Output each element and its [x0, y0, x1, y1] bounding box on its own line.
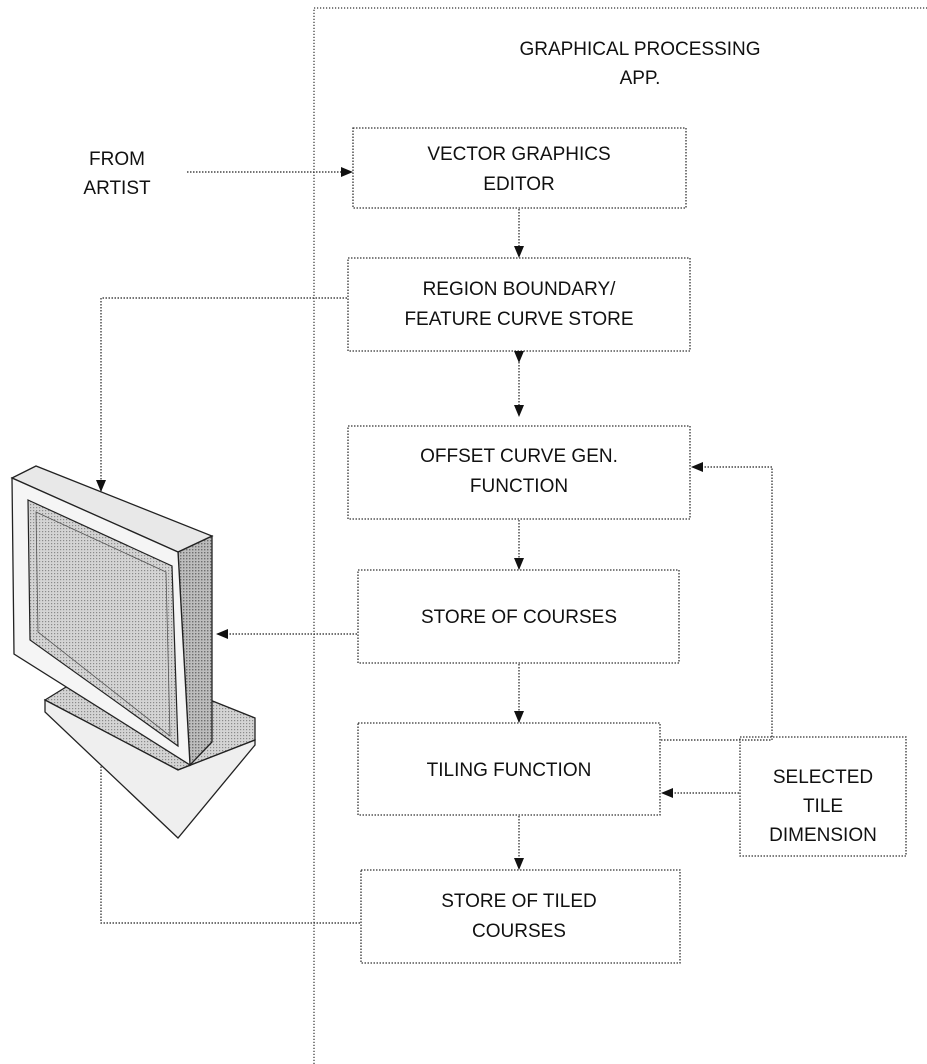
courses-store-box: STORE OF COURSES: [357, 569, 680, 664]
offset-gen-box: OFFSET CURVE GEN. FUNCTION: [347, 425, 691, 520]
arrow-tiling-feedback-to-offset: [661, 462, 773, 741]
tile-dimension-line-1: SELECTED: [773, 767, 873, 788]
vector-editor-line-1: VECTOR GRAPHICS: [427, 144, 610, 165]
from-artist-line-2: ARTIST: [83, 178, 151, 199]
vector-editor-line-2: EDITOR: [483, 174, 554, 195]
region-store-line-2: FEATURE CURVE STORE: [404, 309, 633, 330]
tiling-function-line-1: TILING FUNCTION: [427, 760, 592, 781]
tiled-store-line-1: STORE OF TILED: [441, 891, 597, 912]
vector-editor-box: VECTOR GRAPHICS EDITOR: [352, 127, 687, 209]
monitor-icon: [10, 465, 256, 839]
from-artist-line-1: FROM: [89, 149, 145, 170]
courses-store-line-1: STORE OF COURSES: [421, 607, 617, 628]
monitor-screen-inner: [35, 511, 171, 737]
app-title-line-2: APP.: [620, 68, 661, 89]
tiled-store-box: STORE OF TILED COURSES: [360, 869, 681, 964]
tiled-store-line-2: COURSES: [472, 921, 566, 942]
tile-dimension-line-2: TILE: [803, 796, 843, 817]
region-store-box: REGION BOUNDARY/ FEATURE CURVE STORE: [347, 257, 691, 352]
monitor-base-edge: [44, 698, 256, 839]
from-artist-label: FROM ARTIST: [83, 149, 151, 199]
offset-gen-line-2: FUNCTION: [470, 476, 568, 497]
app-boundary: GRAPHICAL PROCESSING APP.: [313, 7, 927, 1064]
region-store-line-1: REGION BOUNDARY/: [423, 279, 617, 300]
arrow-region-to-monitor: [96, 297, 347, 492]
tile-dimension-box: SELECTED TILE DIMENSION: [739, 736, 907, 857]
offset-gen-line-1: OFFSET CURVE GEN.: [420, 446, 618, 467]
tiling-function-box: TILING FUNCTION: [357, 722, 661, 816]
app-title-line-1: GRAPHICAL PROCESSING: [519, 39, 760, 60]
tile-dimension-line-3: DIMENSION: [769, 825, 877, 846]
